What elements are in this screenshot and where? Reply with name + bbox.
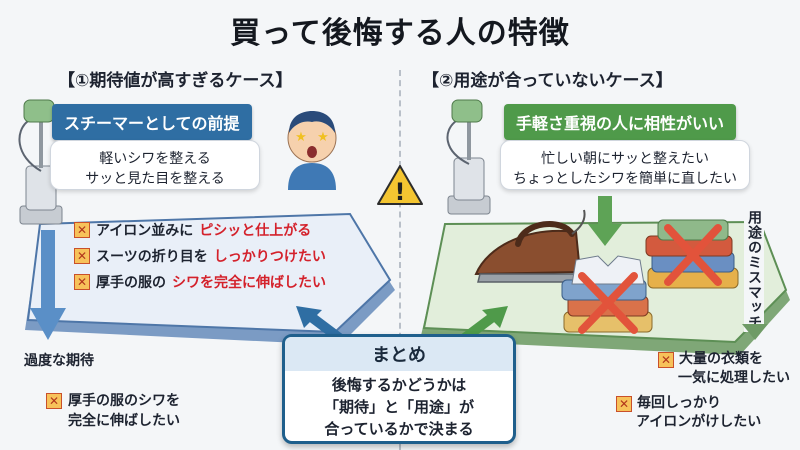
arrow-label: 過度な期待 bbox=[24, 353, 94, 369]
left-bottom-item: ✕ 厚手の服のシワを 完全に伸ばしたい bbox=[46, 391, 180, 431]
left-bubble-line: 軽いシワを整える bbox=[99, 151, 211, 167]
steamer-icon bbox=[18, 99, 63, 225]
svg-text:★: ★ bbox=[295, 130, 307, 145]
surprised-person-icon: ★ ★ bbox=[287, 111, 337, 190]
x-mark-icon: ✕ bbox=[74, 248, 90, 264]
center-divider bbox=[399, 70, 401, 450]
left-banner: スチーマーとしての前提 bbox=[52, 104, 252, 140]
left-item: ✕ 厚手の服のシワを完全に伸ばしたい bbox=[74, 272, 326, 292]
clothes-pile-icon bbox=[561, 255, 653, 334]
iron-icon bbox=[474, 209, 586, 283]
right-bubble-line: ちょっとしたシワを簡単に直したい bbox=[513, 171, 737, 187]
svg-text:!: ! bbox=[395, 178, 406, 206]
right-banner: 手軽さ重視の人に相性がいい bbox=[504, 104, 737, 140]
left-section-title: 【①期待値が高すぎるケース】 bbox=[58, 71, 293, 91]
svg-text:★: ★ bbox=[317, 130, 329, 145]
x-mark-icon: ✕ bbox=[616, 395, 632, 412]
down-arrow-icon bbox=[742, 324, 768, 340]
left-item: ✕ スーツの折り目をしっかりつけたい bbox=[74, 246, 326, 266]
summary-box: まとめ 後悔するかどうかは 「期待」と「用途」が 合っているかで決まる bbox=[282, 334, 516, 444]
right-item: ✕ 大量の衣類を 一気に処理したい bbox=[658, 350, 790, 388]
x-mark-icon: ✕ bbox=[658, 351, 674, 368]
clothes-pile-icon bbox=[645, 219, 739, 289]
right-section-title: 【②用途が合っていないケース】 bbox=[422, 71, 673, 91]
steamer-icon bbox=[446, 99, 491, 215]
summary-line: 「期待」と「用途」が bbox=[323, 398, 474, 416]
right-item: ✕ 毎回しっかり アイロンがけしたい bbox=[616, 394, 761, 432]
x-mark-icon: ✕ bbox=[74, 222, 90, 238]
left-bubble: 軽いシワを整える サッと見た目を整える bbox=[50, 140, 260, 190]
warning-icon: ! bbox=[377, 165, 423, 206]
x-mark-icon: ✕ bbox=[74, 274, 90, 290]
down-arrow-icon bbox=[30, 230, 66, 340]
summary-line: 合っているかで決まる bbox=[324, 420, 474, 438]
x-mark-icon: ✕ bbox=[46, 393, 62, 409]
summary-line: 後悔するかどうかは bbox=[331, 376, 467, 394]
right-bubble: 忙しい朝にサッと整えたい ちょっとしたシワを簡単に直したい bbox=[500, 140, 750, 190]
left-bubble-line: サッと見た目を整える bbox=[85, 171, 225, 187]
page-title: 買って後悔する人の特徴 bbox=[230, 16, 570, 51]
summary-heading: まとめ bbox=[285, 337, 513, 371]
down-arrow-icon bbox=[588, 196, 622, 246]
side-label: 用途のミスマッチ bbox=[744, 208, 764, 332]
left-item: ✕ アイロン並みにピシッと仕上がる bbox=[74, 220, 311, 240]
right-bubble-line: 忙しい朝にサッと整えたい bbox=[541, 151, 709, 167]
